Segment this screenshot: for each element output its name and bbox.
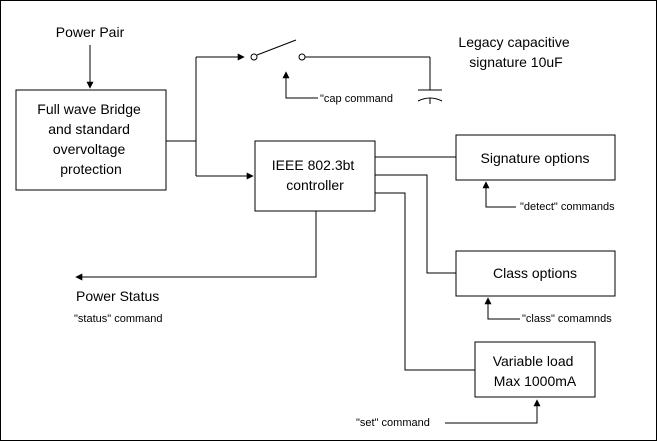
class-options-block <box>455 250 616 297</box>
cap-command-arrow <box>282 71 318 99</box>
status-command-label: "status" command <box>74 313 163 325</box>
controller-to-class-wire <box>375 174 456 274</box>
signature-options-block <box>455 134 616 181</box>
controller-block <box>254 140 376 212</box>
bridge-label: Full wave Bridge and standard overvoltag… <box>37 101 144 177</box>
set-command-arrow <box>445 399 541 424</box>
detect-commands-label: "detect" commands <box>520 201 615 213</box>
set-command-label: "set" command <box>356 417 430 429</box>
variable-load-block <box>474 341 596 398</box>
switch-contact-right <box>298 53 306 61</box>
power-status-arrow <box>75 211 317 281</box>
switch-contact-left <box>250 53 258 61</box>
capacitor-symbol <box>417 89 443 104</box>
class-options-label: Class options <box>493 265 577 281</box>
class-commands-label: "class" comamnds <box>522 313 612 325</box>
power-pair-label: Power Pair <box>56 24 125 40</box>
controller-to-load-wire <box>375 192 475 371</box>
class-command-arrow <box>484 297 520 320</box>
power-status-label: Power Status <box>76 288 159 304</box>
cap-command-label: "cap command <box>320 93 393 105</box>
controller-label: IEEE 802.3bt controller <box>272 157 358 193</box>
bridge-block <box>15 89 167 191</box>
legacy-cap-label: Legacy capacitive signature 10uF <box>458 34 573 70</box>
variable-load-label: Variable load Max 1000mA <box>493 353 578 389</box>
switch-blade <box>256 39 297 56</box>
detect-command-arrow <box>482 181 516 208</box>
signature-options-label: Signature options <box>481 150 590 166</box>
